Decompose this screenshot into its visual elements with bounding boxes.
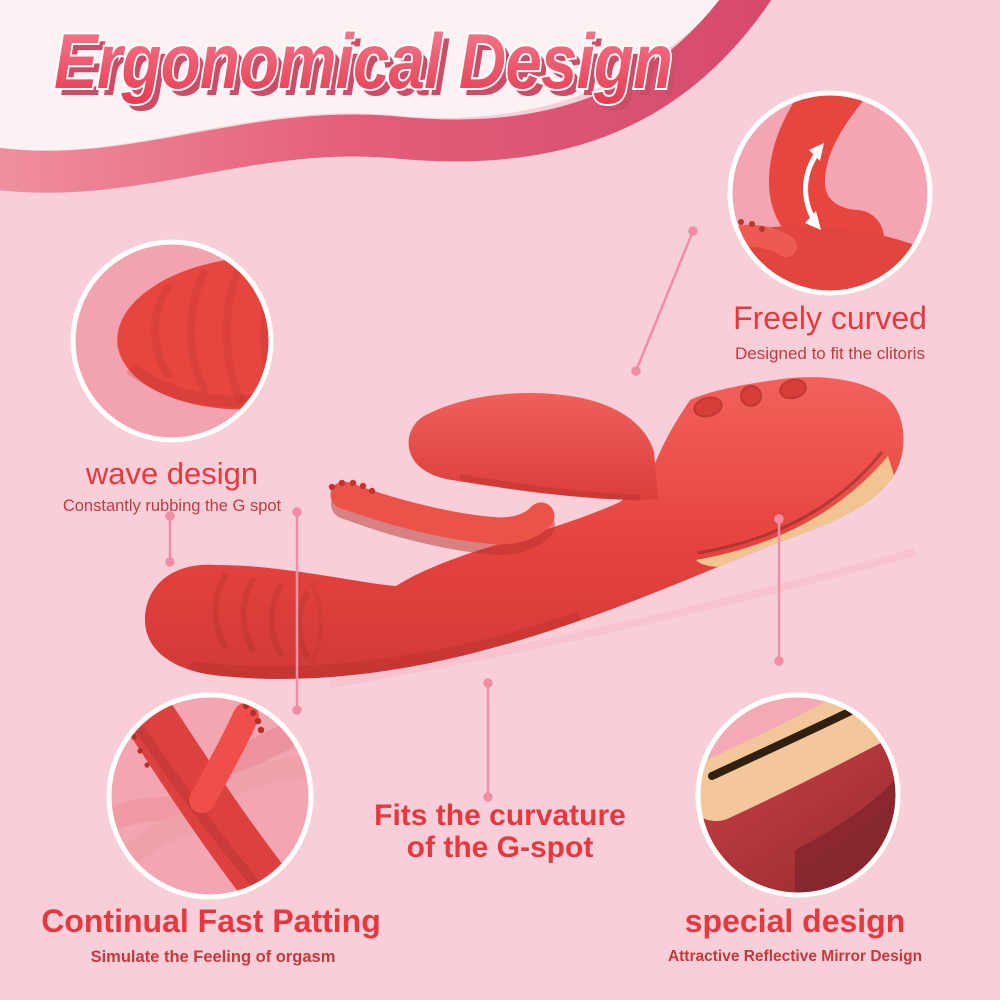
bulb-crease — [307, 581, 324, 666]
page-title-text: Ergonomical Design — [54, 19, 672, 106]
center-caption: Fits the curvature of the G-spot — [370, 800, 630, 863]
callout-heading-wave-design: wave design — [85, 456, 259, 491]
center-caption-line2: of the G-spot — [406, 830, 594, 864]
center-caption-line1: Fits the curvature — [374, 799, 626, 832]
clitoral-arm — [408, 393, 658, 500]
finger-arm — [330, 481, 555, 545]
product-buttons — [693, 378, 807, 418]
callout-heading-freely-curved: Freely curved — [733, 300, 927, 336]
bubble-finger-serrations — [242, 702, 265, 734]
callout-heading-fast-patting: Continual Fast Patting — [41, 903, 381, 939]
detail-circle-fast-patting — [106, 692, 314, 900]
page-title: Ergonomical Design Ergonomical Design — [52, 17, 679, 113]
callout-heading-special-design: special design — [684, 903, 906, 939]
shaft-bottom-shade — [189, 611, 583, 679]
bulb-ridges — [212, 572, 311, 660]
callout-subheading-fast-patting: Simulate the Feeling of orgasm — [90, 948, 336, 966]
finger-serrations — [328, 479, 376, 495]
curve-arrow-icon — [803, 143, 824, 230]
mirror-strip-edge — [697, 451, 884, 555]
swoosh-ribbon — [0, 0, 772, 193]
clitoral-arm-shade — [459, 474, 641, 501]
callout-subheading-special-design: Attractive Reflective Mirror Design — [667, 948, 923, 965]
connector-lines — [165, 226, 784, 802]
product-body — [145, 377, 904, 679]
bubble-bright-finger — [189, 703, 259, 813]
bubble-main-arm-shade — [122, 707, 260, 888]
callout-subheading-wave-design: Constantly rubbing the G spot — [62, 497, 282, 515]
detail-circle-wave-design — [70, 239, 274, 443]
underline-arc — [329, 548, 917, 688]
page-title-shadow: Ergonomical Design — [60, 26, 678, 113]
callout-subheading-freely-curved: Designed to fit the clitoris — [735, 344, 925, 363]
bubble-bulb-ridges — [151, 258, 271, 408]
top-white-wave — [0, 0, 722, 151]
bubble-bulb — [117, 256, 271, 410]
detail-circle-special-design — [695, 692, 901, 898]
